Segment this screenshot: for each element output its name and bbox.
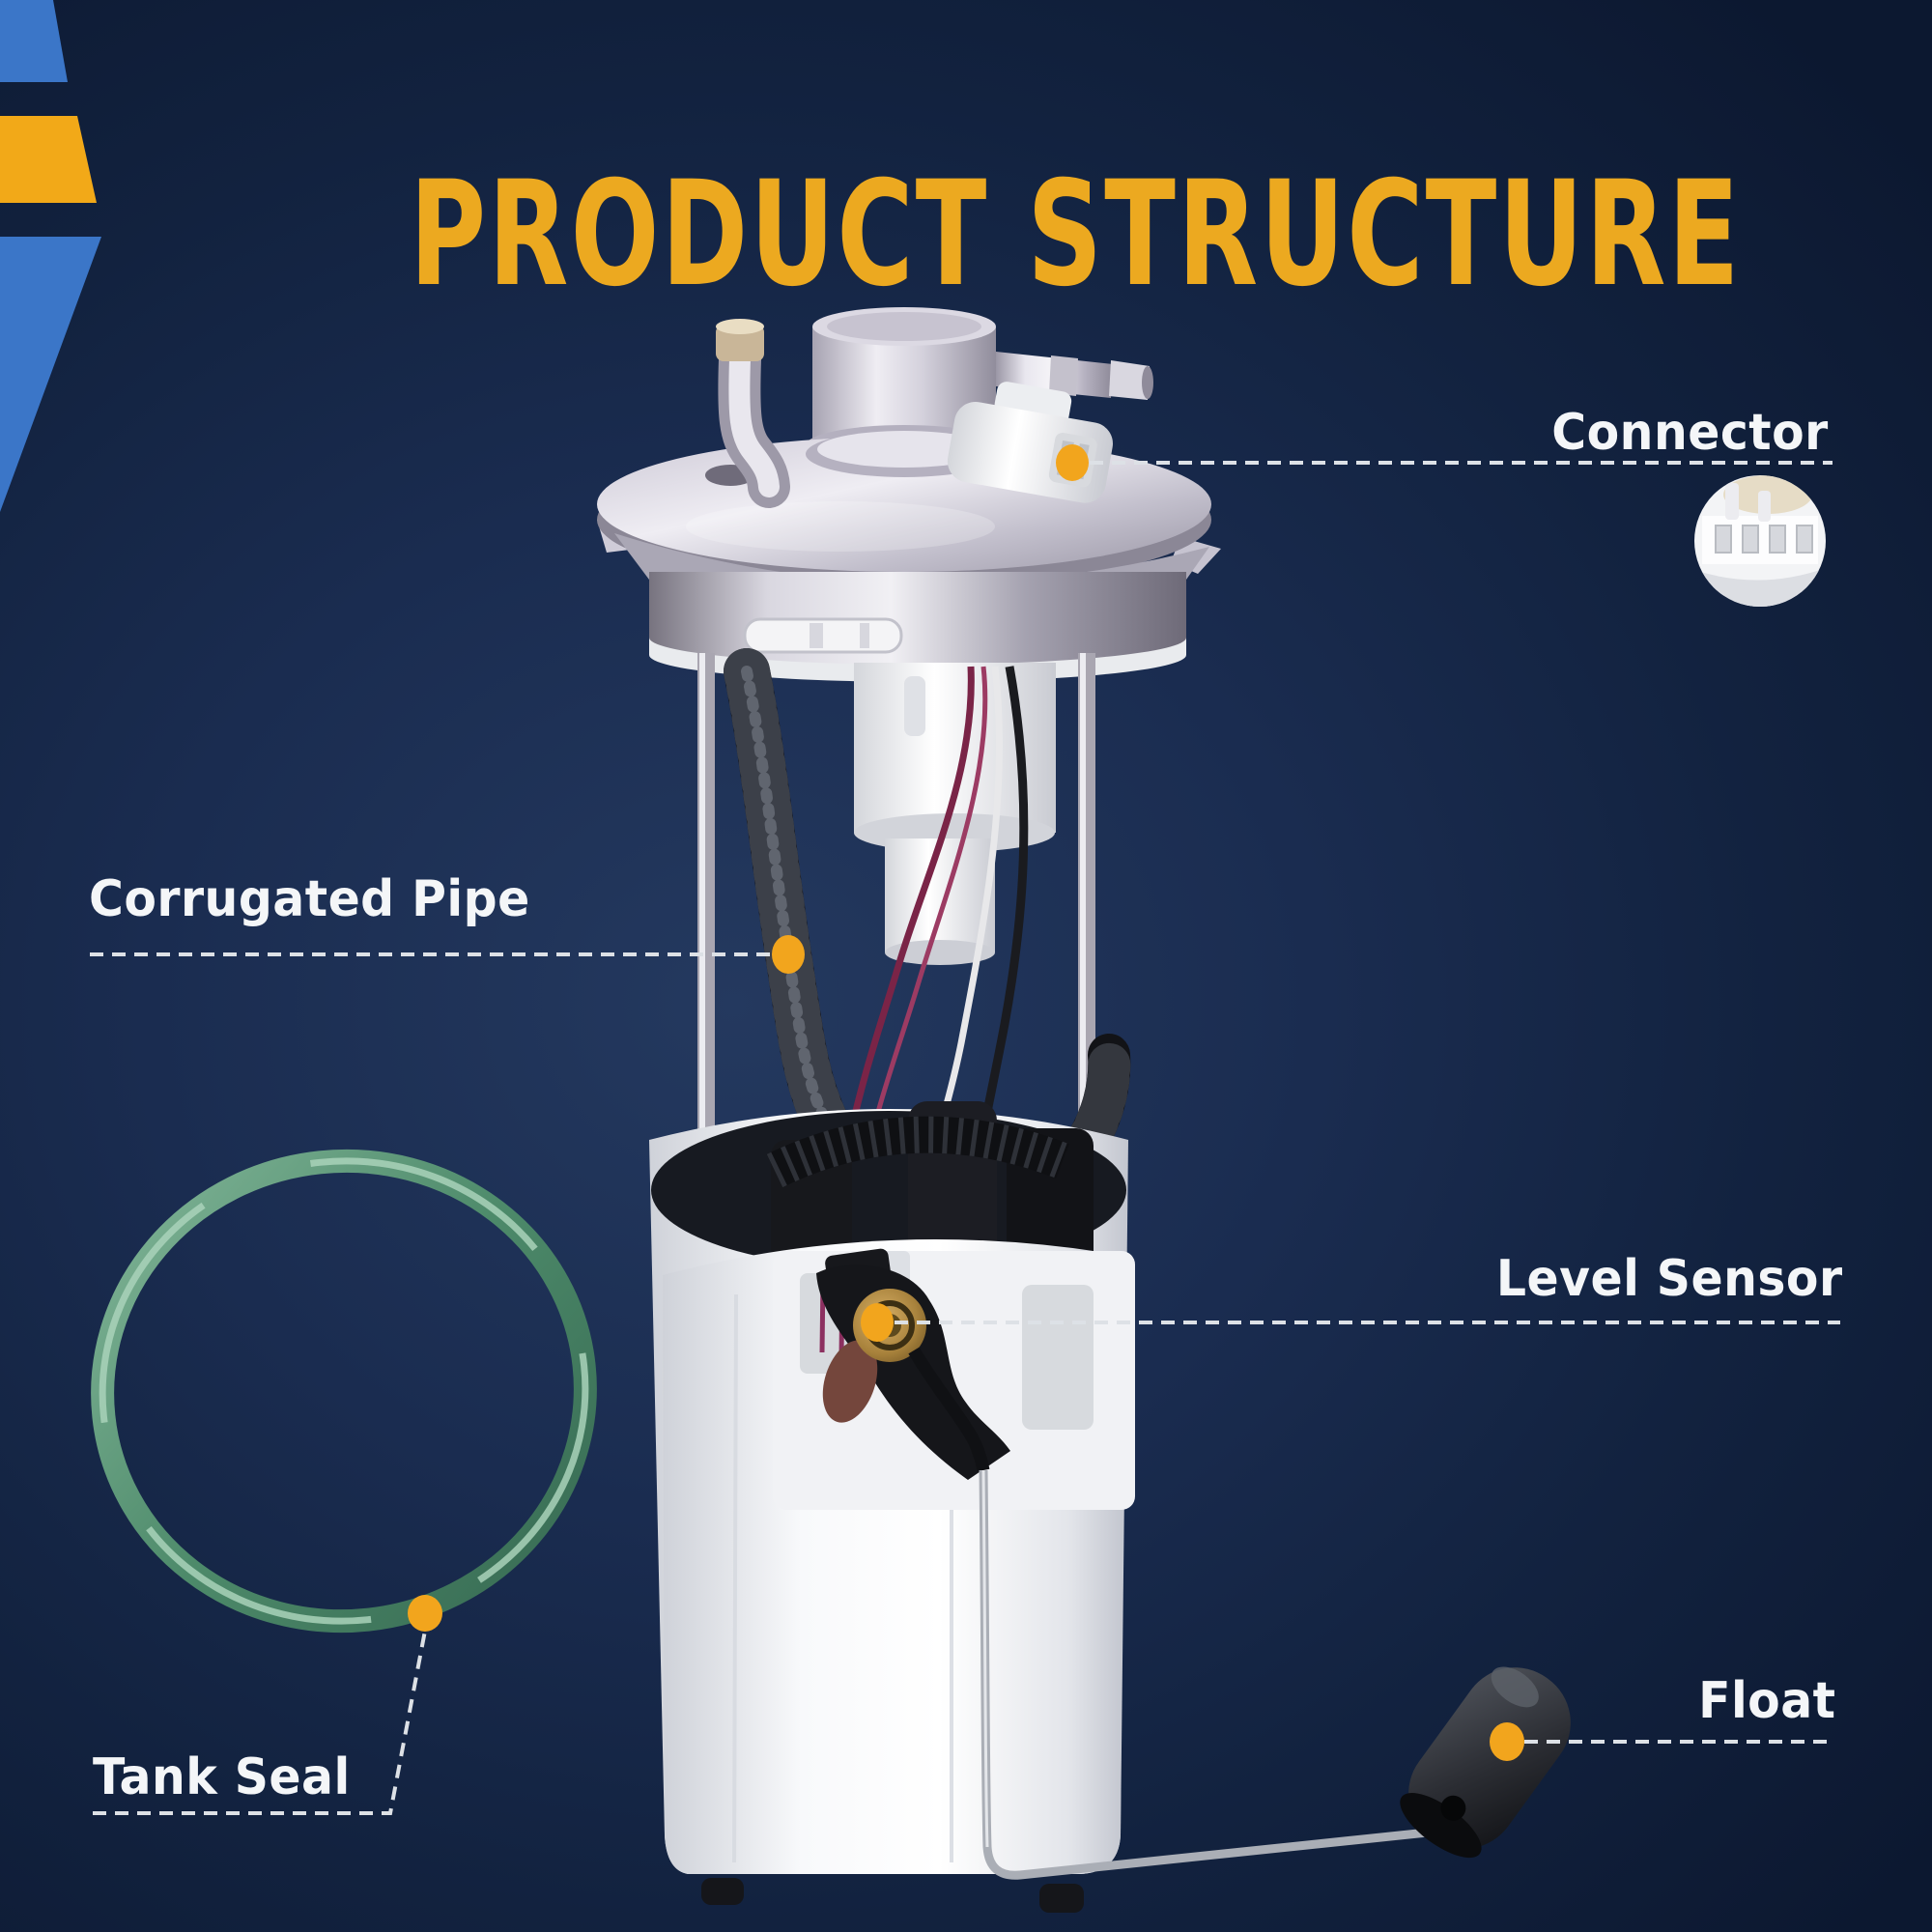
ribbon-blue-top [0, 0, 68, 82]
callout-label-tank-seal: Tank Seal [93, 1748, 351, 1806]
callout-label-connector: Connector [1551, 404, 1829, 462]
connector-dot [1056, 444, 1089, 481]
float-dot [1490, 1722, 1524, 1761]
float [1400, 1666, 1571, 1859]
level-sensor-assembly [773, 1248, 1135, 1510]
ribbon-blue-wedge [0, 237, 101, 512]
tank-seal-oring [91, 1149, 597, 1634]
callout-label-level-sensor: Level Sensor [1496, 1250, 1843, 1308]
flange [597, 431, 1221, 682]
fuel-pump-module-illustration [90, 307, 1840, 1913]
float-arm-rod-highlight [981, 1469, 989, 1848]
vent-tube [716, 319, 790, 508]
ribbon-yellow-band [0, 116, 97, 203]
callout-dots [408, 444, 1524, 1761]
tank-seal-dot [408, 1595, 442, 1632]
level-sensor-dot [861, 1303, 894, 1342]
connector-inset [1694, 475, 1826, 607]
page-title: PRODUCT STRUCTURE [410, 151, 1742, 319]
corner-ribbon-shapes [0, 0, 101, 512]
callout-label-float: Float [1698, 1672, 1836, 1730]
tank-seal-leader-line [93, 1630, 427, 1815]
corrugated-pipe-dot [772, 935, 805, 974]
leader-lines [90, 461, 1840, 1815]
callout-label-corrugated-pipe: Corrugated Pipe [89, 870, 530, 928]
